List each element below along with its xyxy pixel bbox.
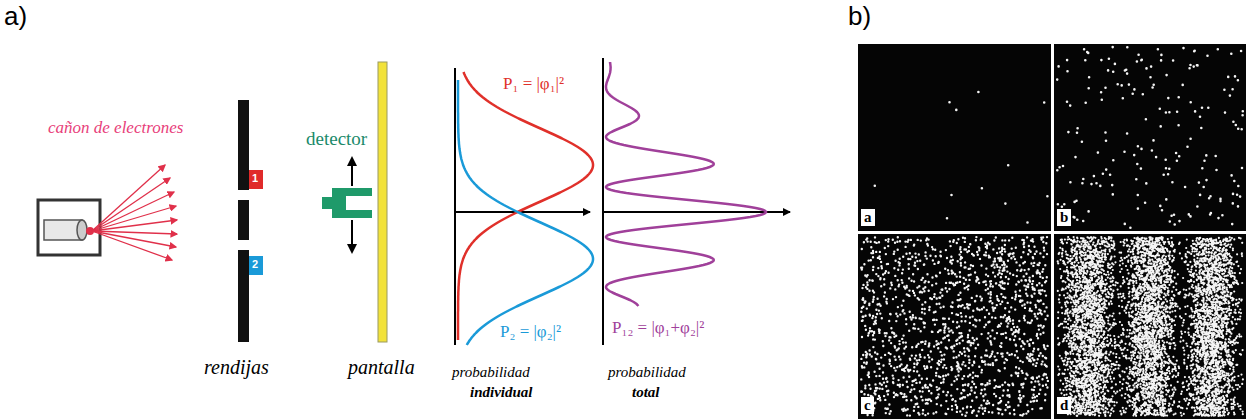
- electron-hit-photos: [858, 44, 1246, 419]
- photo-label: b: [1057, 209, 1071, 226]
- plot-axes: [455, 58, 790, 345]
- formula-label: P₁₂ = |φ₁+φ₂|²: [612, 318, 704, 338]
- photo-label: c: [861, 397, 874, 414]
- slit-number: 1: [252, 172, 258, 185]
- electron-beam-fan: [92, 165, 177, 260]
- interference-curve: [606, 62, 766, 306]
- screen-label: pantalla: [348, 356, 415, 379]
- slits-label: rendijas: [204, 356, 269, 379]
- photo-label: d: [1057, 397, 1071, 414]
- panel-label: a): [4, 2, 27, 32]
- electron-gun: [38, 200, 100, 255]
- axis-caption: individual: [470, 384, 533, 401]
- axis-caption: probabilidad: [452, 364, 530, 381]
- detector-symbol: [322, 158, 372, 252]
- slit-number: 2: [252, 258, 258, 271]
- detection-screen: [378, 62, 387, 342]
- axis-caption: probabilidad: [608, 364, 686, 381]
- probability-curve-2: [458, 80, 593, 345]
- slit-barrier: [238, 100, 263, 342]
- photo-label: a: [861, 209, 875, 226]
- panel-label: b): [848, 2, 871, 32]
- detector-label: detector: [306, 128, 367, 150]
- axis-caption: total: [632, 384, 660, 401]
- formula-label: P₂ = |φ₂|²: [500, 322, 561, 342]
- formula-label: P₁ = |φ₁|²: [503, 74, 564, 94]
- probability-curve-1: [458, 72, 593, 340]
- source-label: cañon de electrones: [48, 118, 183, 138]
